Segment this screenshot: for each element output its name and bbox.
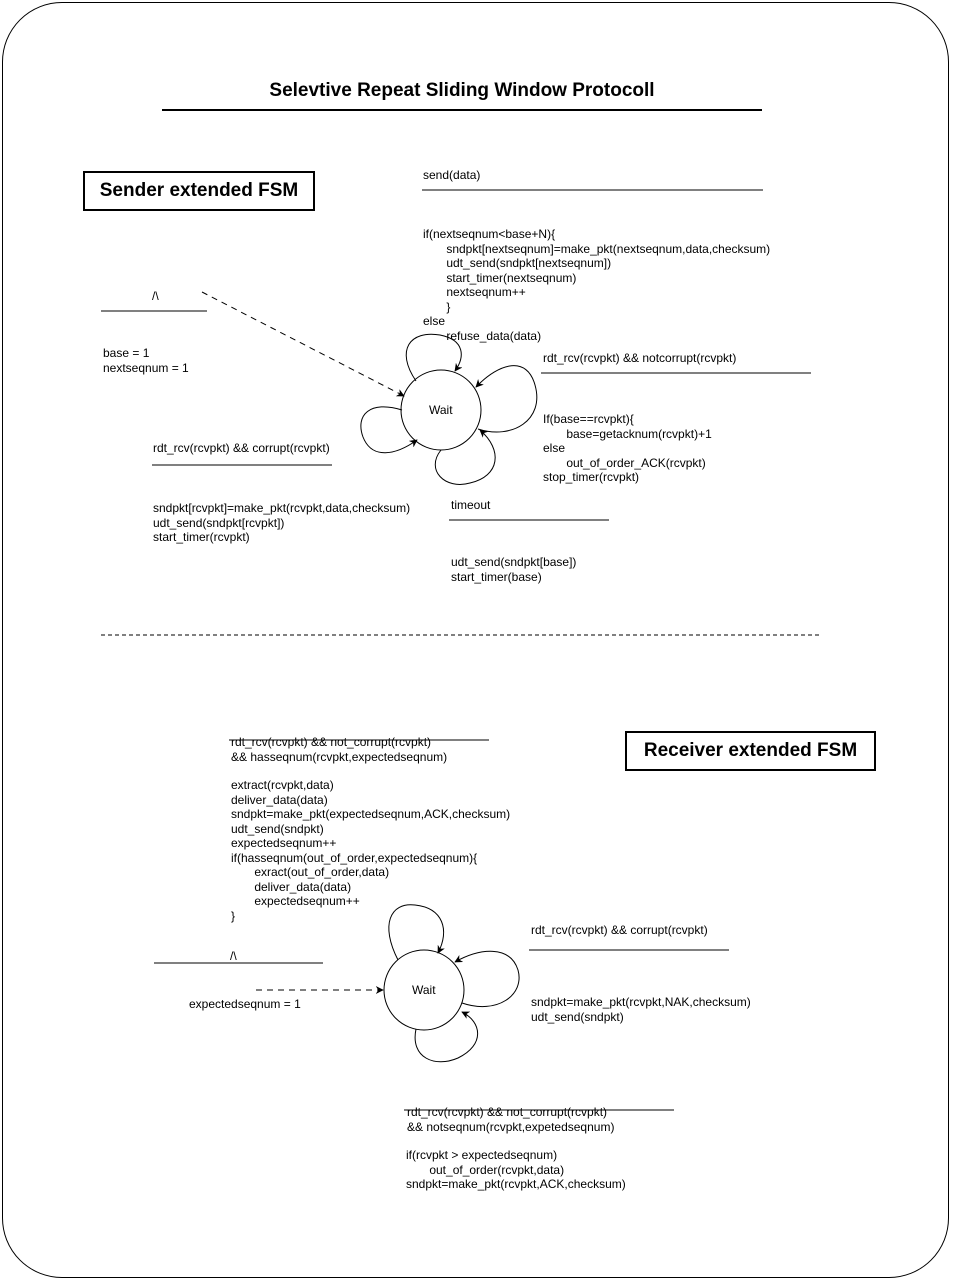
receiver-inorder-actions: extract(rcvpkt,data)deliver_data(data)sn… [231,778,511,923]
receiver-loop-bottom [414,1011,478,1063]
sender-loop-right [475,365,538,433]
sender-timeout-event: timeout [451,498,491,512]
receiver-label: Receiver extended FSM [643,740,858,761]
sender-loop-top [405,333,463,382]
sender-corrupt-event: rdt_rcv(rcvpkt) && corrupt(rcvpkt) [153,441,330,455]
sender-label-box: Sender extended FSM [83,171,315,211]
sender-state-label: Wait [429,403,453,417]
sender-send-event: send(data) [423,168,481,182]
receiver-corrupt-actions: sndpkt=make_pkt(rcvpkt,NAK,checksum)udt_… [531,995,751,1024]
page-title: Selevtive Repeat Sliding Window Protocol… [269,80,655,101]
sender-init-event: /\ [152,289,159,303]
sender-corrupt-actions: sndpkt[rcvpkt]=make_pkt(rcvpkt,data,chec… [153,501,411,544]
receiver-loop-top [388,904,445,961]
sender-timeout-actions: udt_send(sndpkt[base])start_timer(base) [451,555,577,584]
sender-label: Sender extended FSM [99,180,299,201]
receiver-wait-state[interactable] [383,949,465,1031]
sender-send-actions: if(nextseqnum<base+N){ sndpkt[nextseqnum… [423,227,771,343]
receiver-loop-right [454,950,520,1008]
receiver-inorder-event: rdt_rcv(rcvpkt) && not_corrupt(rcvpkt)&&… [231,735,448,764]
receiver-outorder-actions: if(rcvpkt > expectedseqnum) out_of_order… [406,1148,626,1191]
receiver-state-label: Wait [412,983,436,997]
sender-loop-bottom [434,429,496,485]
sender-ack-event: rdt_rcv(rcvpkt) && notcorrupt(rcvpkt) [543,351,737,365]
sender-ack-actions: If(base==rcvpkt){ base=getacknum(rcvpkt)… [543,412,712,484]
receiver-corrupt-event: rdt_rcv(rcvpkt) && corrupt(rcvpkt) [531,923,708,937]
receiver-outorder-event: rdt_rcv(rcvpkt) && not_corrupt(rcvpkt)&&… [407,1105,615,1134]
receiver-init-event: /\ [230,949,237,963]
receiver-init-actions: expectedseqnum = 1 [189,997,301,1011]
sender-loop-left [360,406,418,454]
sender-init-arrow [201,291,405,397]
receiver-label-box: Receiver extended FSM [625,731,876,771]
